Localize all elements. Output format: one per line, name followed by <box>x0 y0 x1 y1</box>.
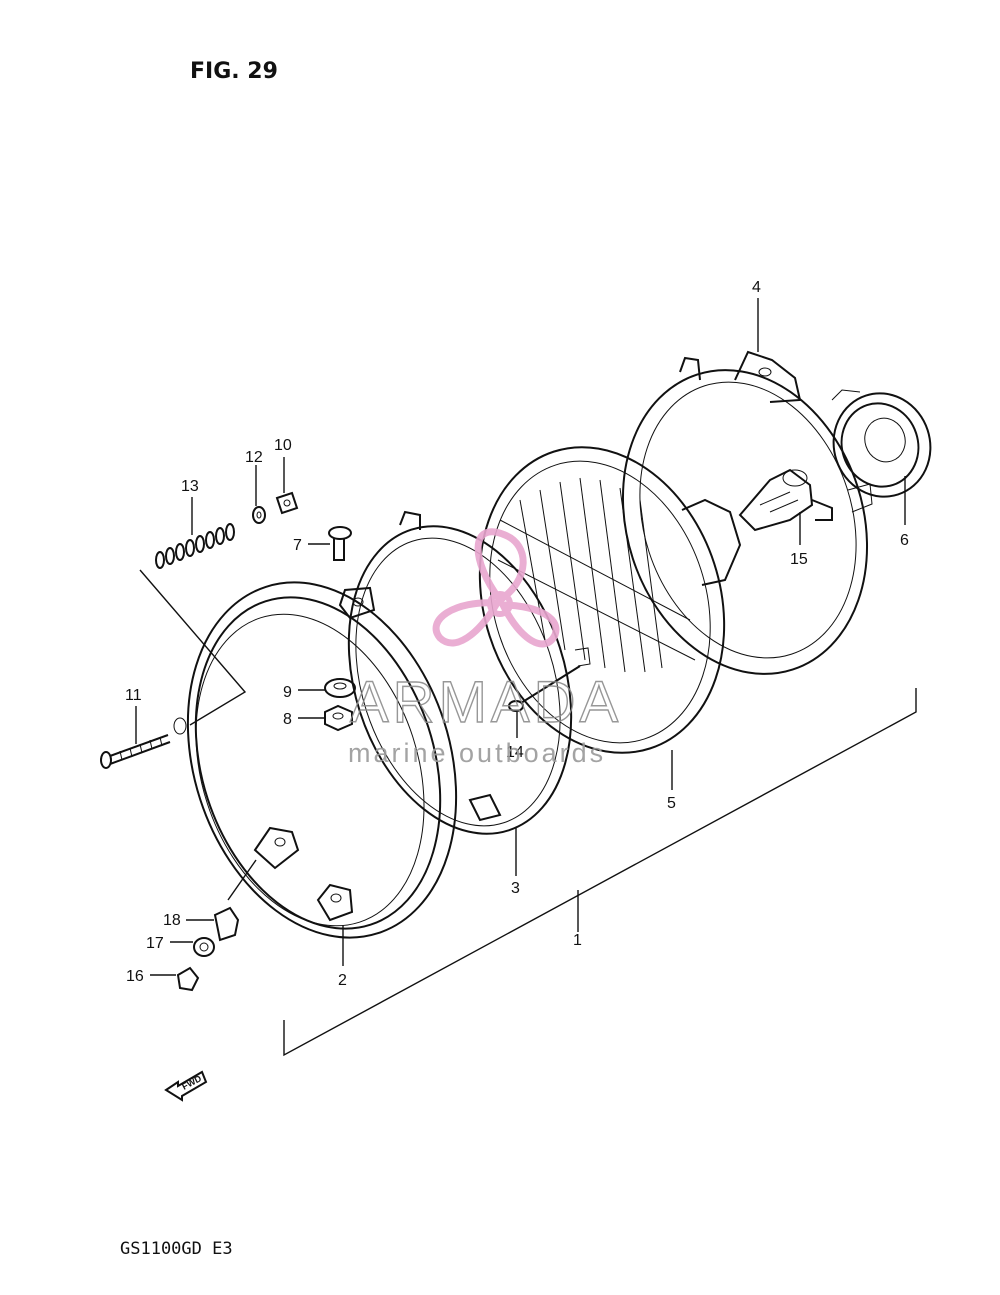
callout-17: 17 <box>146 935 164 952</box>
callout-11: 11 <box>125 687 142 704</box>
callout-10: 10 <box>274 437 292 454</box>
watermark-tagline: marine outboards <box>348 738 606 768</box>
socket-cap[interactable] <box>820 381 943 510</box>
inner-rim[interactable] <box>311 497 608 862</box>
washer-17[interactable] <box>193 937 215 957</box>
screw-7[interactable] <box>328 526 352 561</box>
model-code: GS1100GD E3 <box>120 1239 233 1259</box>
callout-3: 3 <box>511 880 520 897</box>
headlight-lens-unit[interactable] <box>442 415 763 785</box>
armada-watermark: ARMADA marine outboards <box>348 528 622 768</box>
callout-12: 12 <box>245 449 263 466</box>
forward-direction-marker: FWD <box>164 1070 208 1102</box>
callout-13: 13 <box>181 478 199 495</box>
callout-7: 7 <box>293 537 302 554</box>
outer-rim[interactable] <box>144 547 500 972</box>
adjusting-spring[interactable] <box>155 523 235 569</box>
callout-labels: 1 2 3 4 5 6 7 8 9 10 11 12 13 14 15 16 1… <box>125 279 909 989</box>
callout-9: 9 <box>283 684 292 701</box>
callout-14: 14 <box>506 744 524 761</box>
callout-16: 16 <box>126 968 144 985</box>
nut-8[interactable] <box>324 704 353 732</box>
callout-18: 18 <box>163 912 181 929</box>
screw-16[interactable] <box>176 966 200 992</box>
watermark-brand: ARMADA <box>350 670 622 735</box>
headlight-bulb[interactable] <box>738 468 833 532</box>
grommet-9[interactable] <box>324 678 356 698</box>
callout-2: 2 <box>338 972 347 989</box>
propeller-logo-icon <box>432 528 560 648</box>
adjusting-screw[interactable] <box>100 734 171 769</box>
square-nut-10[interactable] <box>275 491 299 515</box>
screw-14[interactable] <box>508 665 581 712</box>
callout-1: 1 <box>573 932 582 949</box>
callout-5: 5 <box>667 795 676 812</box>
washer-12[interactable] <box>252 506 266 524</box>
headlight-housing[interactable] <box>585 338 905 706</box>
cap-18[interactable] <box>213 906 240 942</box>
fwd-label: FWD <box>180 1073 203 1092</box>
leader-lines <box>135 298 917 1057</box>
callout-8: 8 <box>283 711 292 728</box>
figure-title: FIG. 29 <box>190 59 278 84</box>
callout-4: 4 <box>752 279 761 296</box>
callout-6: 6 <box>900 532 909 549</box>
callout-15: 15 <box>790 551 808 568</box>
